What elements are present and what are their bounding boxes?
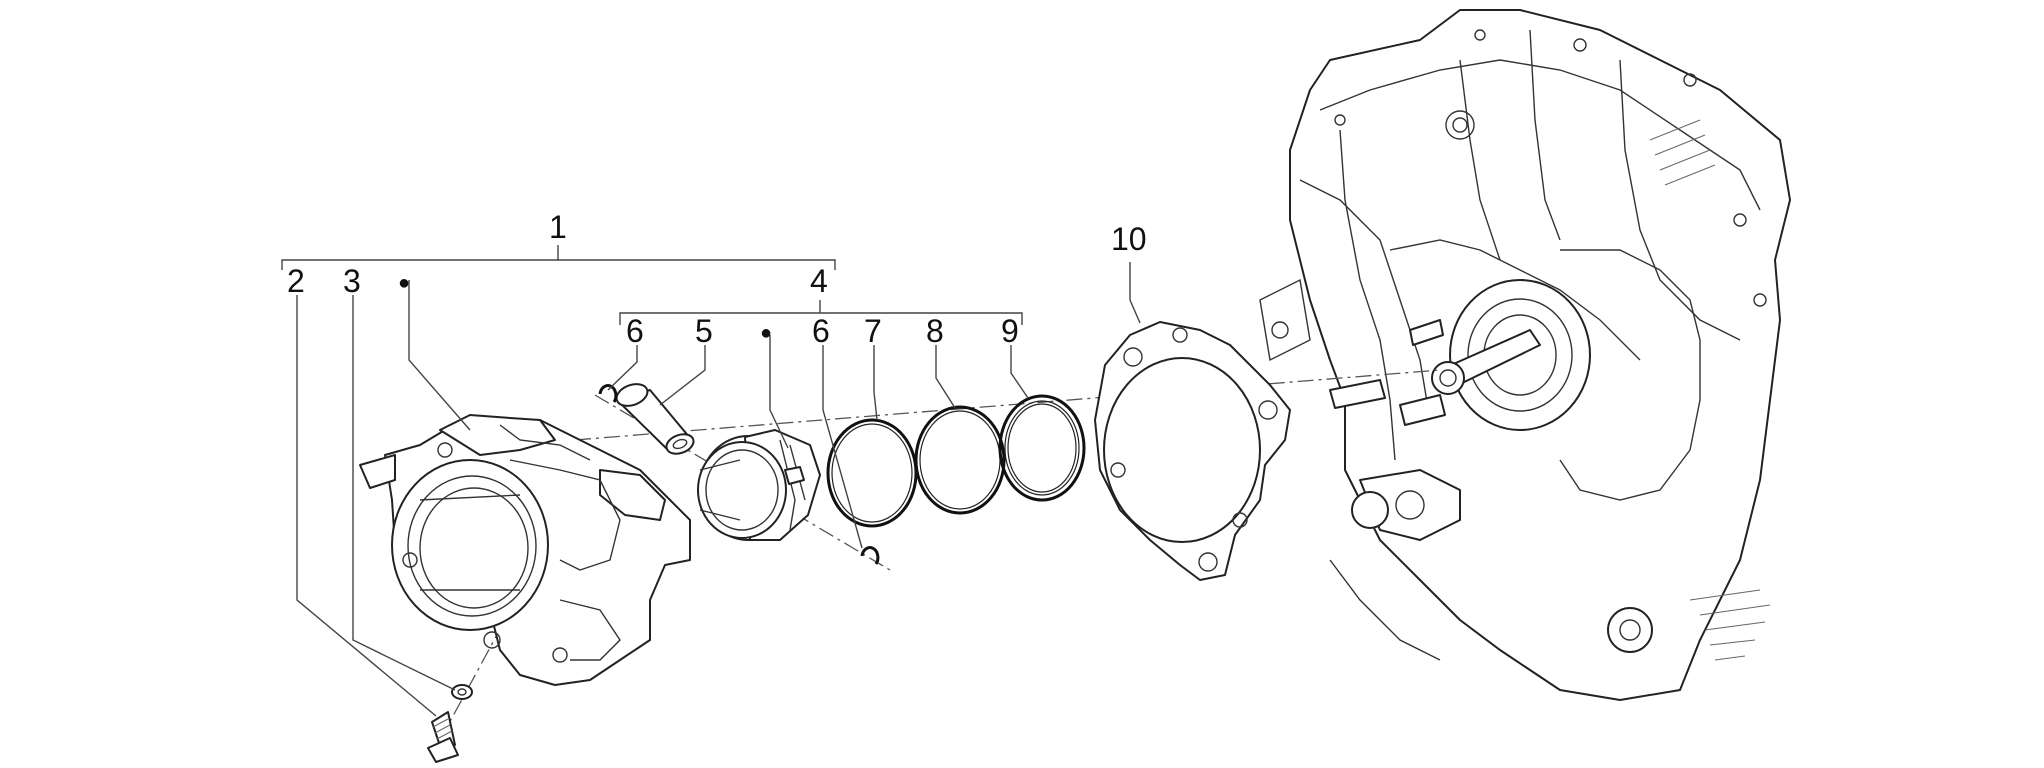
callout-1: 1 bbox=[549, 209, 567, 245]
callout-8: 8 bbox=[926, 313, 944, 349]
cylinder-base-gasket bbox=[1094, 321, 1291, 581]
callout-7: 7 bbox=[864, 313, 882, 349]
callout-2: 2 bbox=[287, 263, 305, 299]
screw-axis bbox=[439, 619, 506, 741]
cylinder-screw bbox=[427, 711, 459, 763]
washer bbox=[451, 684, 473, 700]
callout-9: 9 bbox=[1001, 313, 1019, 349]
callout-6a: 6 bbox=[626, 313, 644, 349]
marker-dot-piston: ● bbox=[760, 322, 772, 344]
oil-scraper-ring bbox=[998, 394, 1086, 502]
group-bracket-4 bbox=[619, 312, 1023, 325]
piston-ring-second bbox=[914, 405, 1006, 515]
callout-5: 5 bbox=[695, 313, 713, 349]
piston bbox=[697, 429, 821, 541]
leader-lines bbox=[296, 262, 1141, 717]
cylinder bbox=[359, 414, 691, 686]
piston-pin bbox=[615, 383, 695, 455]
callout-3: 3 bbox=[343, 263, 361, 299]
callout-6b: 6 bbox=[812, 313, 830, 349]
engine-crankcase bbox=[1259, 9, 1791, 701]
group-bracket-1 bbox=[281, 259, 836, 270]
callout-4: 4 bbox=[810, 263, 828, 299]
marker-dot-cylinder: ● bbox=[398, 272, 410, 294]
callout-10: 10 bbox=[1111, 221, 1147, 257]
